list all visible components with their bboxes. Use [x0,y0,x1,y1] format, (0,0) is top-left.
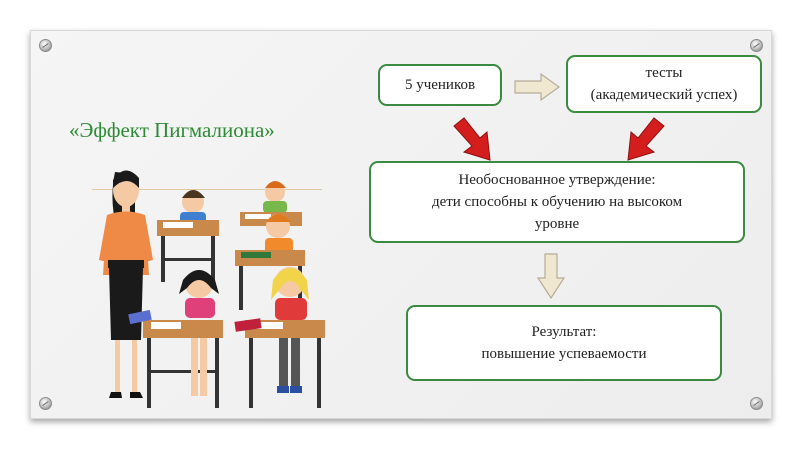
node-tests-line: тесты [645,65,683,81]
screw-icon [39,397,52,410]
arrow-down-right-red-icon [453,117,491,161]
divider [92,189,322,190]
screw-icon [750,397,763,410]
node-result-line: повышение успеваемости [481,346,647,362]
node-result: Результат: повышение успеваемости [406,305,722,381]
node-result-line: Результат: [531,324,597,340]
node-tests: тесты (академический успех) [566,55,762,113]
arrow-down-icon [536,253,566,300]
student-desk [128,270,223,408]
node-claim-line: Необоснованное утверждение: [458,172,656,188]
student-desk [234,267,325,408]
arrow-down-left-red-icon [627,117,665,161]
node-claim-line: уровне [534,216,580,232]
arrow-right-icon [514,72,561,102]
slide-title: «Эффект Пигмалиона» [69,118,275,142]
screw-icon [750,39,763,52]
classroom-illustration [99,170,325,408]
teacher-figure [99,170,153,398]
node-claim-line: дети способны к обучению на высоком [431,194,683,210]
node-tests-line: (академический успех) [590,87,738,103]
node-students-label: 5 учеников [404,77,476,93]
screw-icon [39,39,52,52]
node-students: 5 учеников [378,64,502,106]
node-claim: Необоснованное утверждение: дети способн… [369,161,745,243]
student-desk [157,190,219,282]
